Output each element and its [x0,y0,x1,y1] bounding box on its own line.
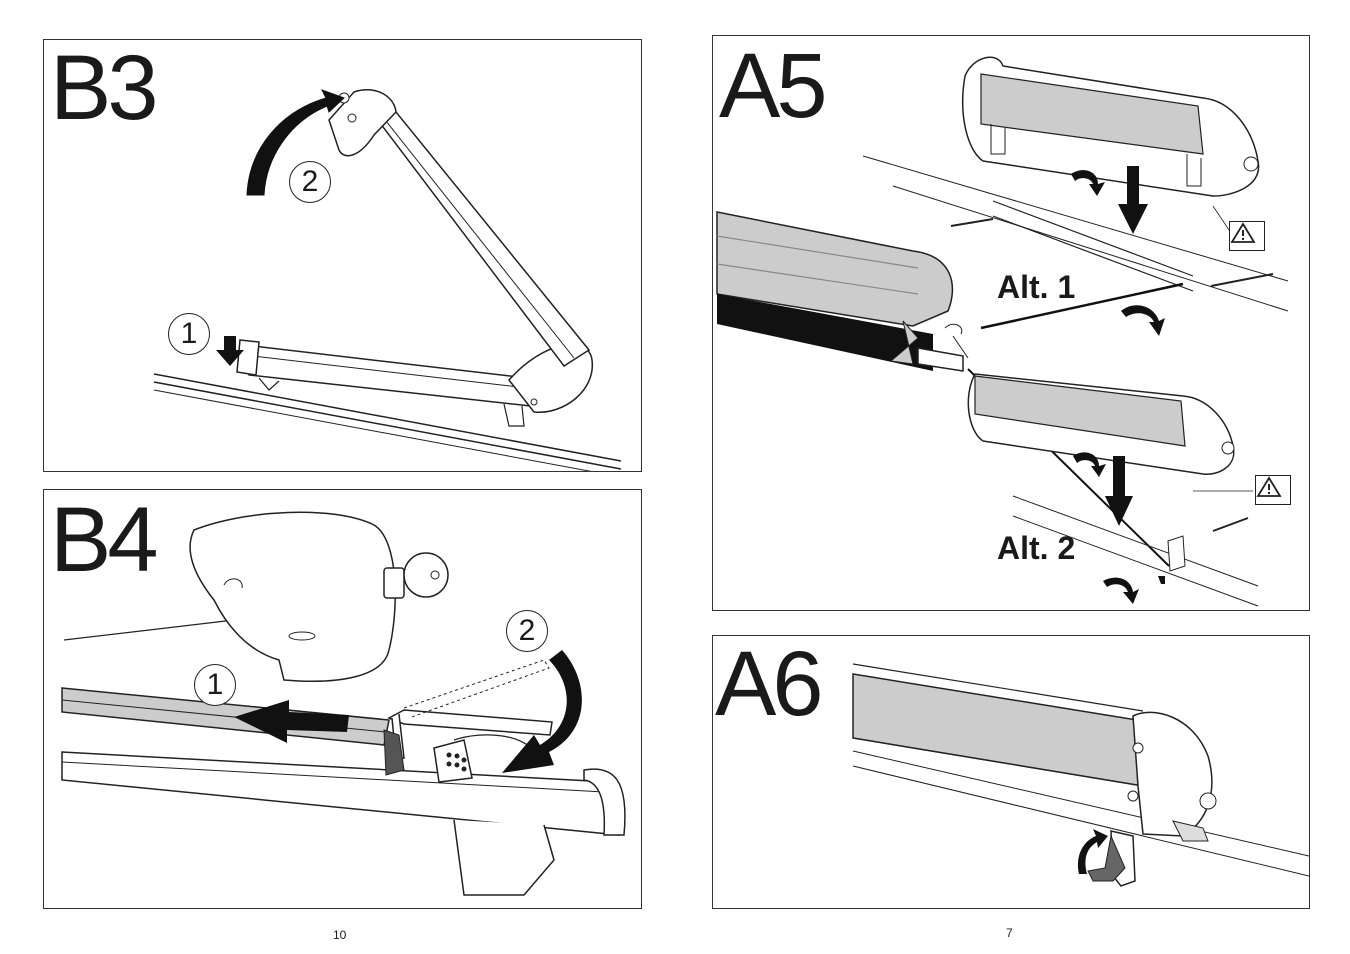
callout-1: 1 [168,313,210,355]
page-number-right: 7 [1006,926,1013,940]
curved-arrow-icon [1078,829,1108,874]
panel-a6: A6 [712,635,1310,909]
panel-b4: B4 1 2 [43,489,642,909]
alt-2-label: Alt. 2 [997,530,1075,567]
alt-1-label: Alt. 1 [997,269,1075,306]
rail-profile-icon [717,212,968,371]
panel-a5: A5 [712,35,1310,611]
ski-carrier-open-illustration [44,40,641,471]
lock-key-illustration [44,490,641,908]
page-number-left: 10 [333,928,346,942]
warning-triangle-icon [1255,475,1291,505]
key-icon [384,553,448,598]
ski-carrier-closed-illustration [713,636,1309,908]
panel-b3: B3 1 2 [43,39,642,472]
lock-cover-icon [190,512,395,681]
callout-2: 2 [506,610,548,652]
curved-arrow-icon [502,650,582,773]
mounting-alternatives-illustration [713,36,1309,610]
warning-triangle-icon [1229,221,1265,251]
callout-1: 1 [194,664,236,706]
callout-2: 2 [289,161,331,203]
